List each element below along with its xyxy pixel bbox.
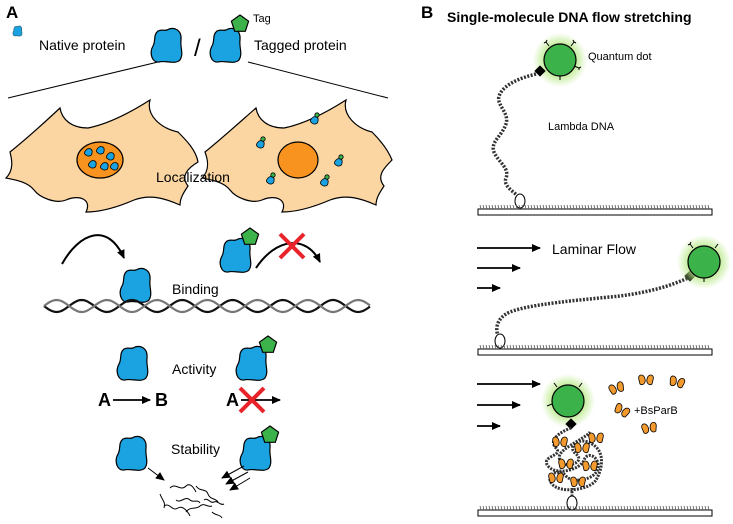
flow-arrows-3 — [477, 380, 541, 430]
activity-tag-icon — [258, 335, 278, 353]
native-protein-icon — [150, 27, 183, 63]
binding-arrow-tagged — [255, 242, 321, 269]
reaction-a: A — [98, 390, 111, 410]
degraded-fragments — [159, 484, 225, 519]
binding-tag-icon — [240, 227, 260, 245]
activity-native-protein — [116, 345, 149, 381]
tagged-protein-label: Tagged protein — [254, 37, 347, 53]
tag-label: Tag — [253, 13, 271, 25]
activity-label: Activity — [172, 361, 216, 377]
degradation-arrows — [147, 465, 251, 491]
localization-label: Localization — [156, 169, 230, 185]
stability-label: Stability — [171, 441, 220, 457]
bsparb-label: +BsParB — [634, 405, 678, 417]
panel-b-title: Single-molecule DNA flow stretching — [447, 9, 692, 25]
panel-a-letter: A — [6, 3, 18, 22]
dna-anchor-bead-3 — [566, 495, 578, 511]
nuclear-proteins — [12, 25, 23, 37]
qdot-3-ligands — [546, 382, 583, 407]
bound-native-protein — [119, 267, 152, 303]
quantum-dot-label: Quantum dot — [588, 51, 652, 63]
protein-divider: / — [194, 35, 201, 62]
reaction-b: B — [155, 390, 168, 410]
cell-tagged — [200, 98, 393, 213]
tagged-protein-icon — [209, 27, 242, 63]
surface-1 — [477, 204, 713, 216]
nuclear-protein-dots — [84, 146, 119, 171]
quantum-dot-2 — [687, 245, 721, 279]
lambda-dna-1 — [491, 72, 537, 201]
stability-native-protein — [115, 435, 148, 471]
native-protein-label: Native protein — [39, 37, 125, 53]
panel-b-letter: B — [421, 3, 433, 22]
nucleus-tagged — [277, 141, 319, 179]
binding-arrow-native — [61, 234, 125, 265]
cytoplasm-protein-dots — [256, 112, 344, 187]
quantum-dot-1 — [543, 43, 577, 77]
dna-helix — [43, 298, 371, 314]
zoom-lines — [7, 61, 389, 99]
surface-3 — [477, 505, 713, 517]
surface-2 — [477, 344, 713, 356]
reaction-a-blocked: A — [226, 390, 239, 410]
lambda-dna-label: Lambda DNA — [548, 121, 615, 133]
lambda-dna-2 — [495, 276, 689, 341]
tag-pentagon-icon — [230, 14, 250, 32]
quantum-dot-3 — [551, 384, 585, 418]
flow-arrows-2 — [477, 244, 541, 292]
laminar-flow-label: Laminar Flow — [552, 241, 637, 257]
binding-label: Binding — [172, 281, 219, 297]
dna-anchor-bead-2 — [494, 333, 506, 349]
stability-tag-icon — [260, 425, 280, 443]
qdot-1-ligands — [543, 39, 582, 80]
binding-blocked-x — [278, 232, 306, 260]
qdot-2-ligands — [687, 241, 719, 282]
anchor-3 — [565, 418, 577, 430]
